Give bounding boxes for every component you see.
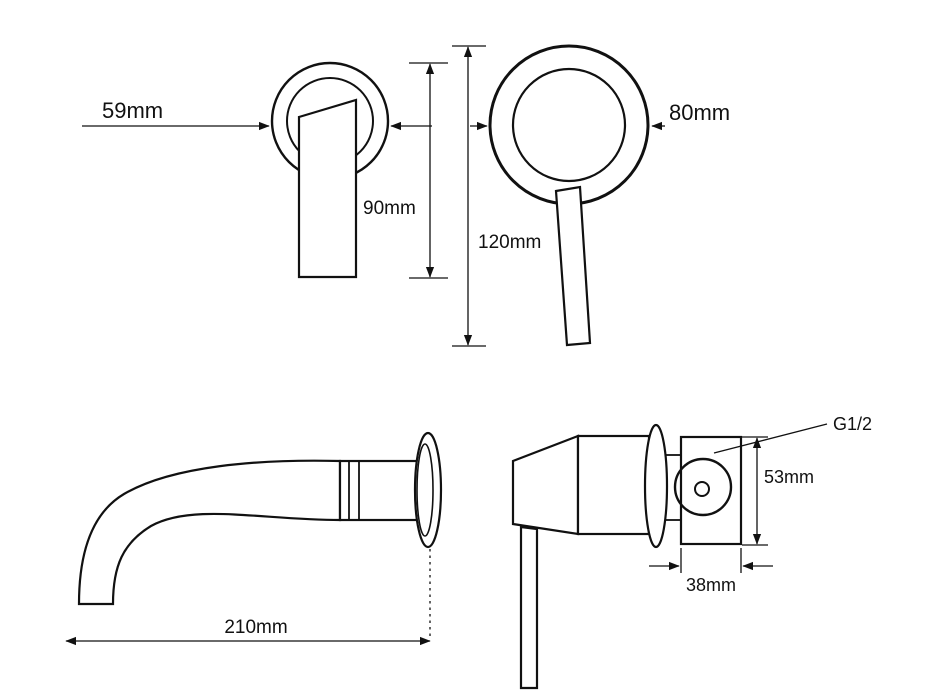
spout-curve xyxy=(77,459,342,606)
dim-body-depth: 38mm xyxy=(686,575,736,595)
lever-rod xyxy=(519,525,539,690)
dim-ring-diameter: 80mm xyxy=(669,100,730,125)
dim-total-height: 120mm xyxy=(478,232,541,253)
spout-body xyxy=(338,459,421,522)
mixer-ring-inner xyxy=(511,67,627,183)
dim-handle-height: 90mm xyxy=(363,198,416,219)
view-handle-front: 59mm 90mm xyxy=(82,61,448,279)
wall-flange xyxy=(413,431,443,549)
lever-cone xyxy=(511,434,580,536)
connector-block xyxy=(679,435,743,546)
dim-spout-reach: 210mm xyxy=(224,617,287,638)
thread-size-label: G1/2 xyxy=(833,414,872,434)
mixer-lever-front xyxy=(554,185,592,347)
handle-lever-front xyxy=(297,98,358,279)
dim-plate-diameter: 59mm xyxy=(102,98,163,123)
view-mixer-front: 80mm 120mm xyxy=(452,44,730,347)
view-valve-side: G1/2 53mm 38mm xyxy=(511,414,872,690)
valve-flange xyxy=(643,423,669,549)
wall-flange-inner xyxy=(416,443,434,537)
connection-inner-circle xyxy=(694,481,710,497)
connection-circle xyxy=(673,457,733,517)
view-spout-side: 210mm xyxy=(65,431,443,646)
dim-body-height: 53mm xyxy=(764,467,814,487)
valve-body xyxy=(576,434,651,536)
thread-leader-line xyxy=(713,423,828,454)
